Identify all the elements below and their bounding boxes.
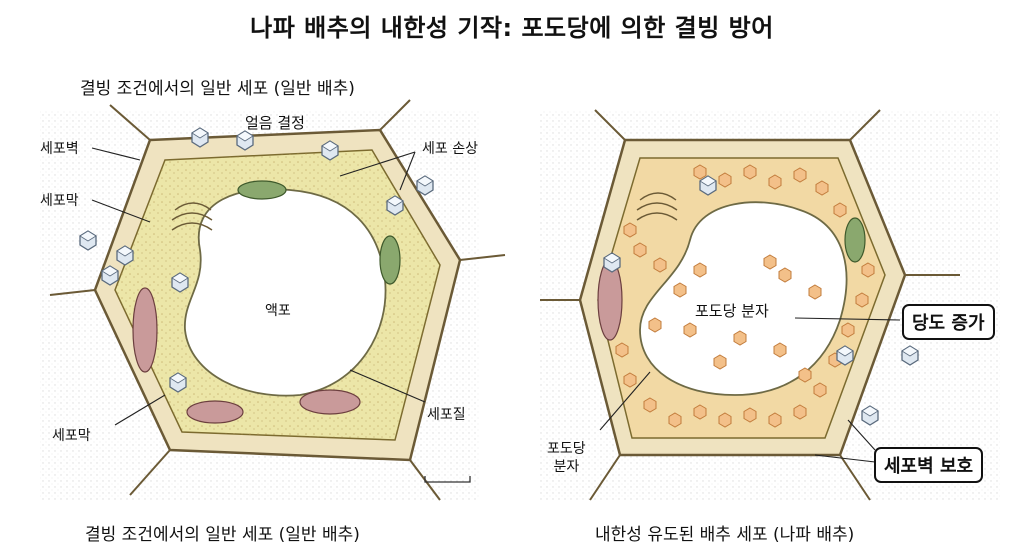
label-ice-crystal: 얼음 결정	[245, 114, 305, 132]
label-glucose-left: 포도당 분자	[547, 441, 586, 475]
callout-cell-wall-protection: 세포벽 보호	[874, 447, 984, 483]
left-cell	[40, 99, 506, 501]
callout-sugar-increase: 당도 증가	[902, 304, 995, 340]
left-bottom-caption: 결빙 조건에서의 일반 세포 (일반 배추)	[85, 525, 360, 545]
label-vacuole: 액포	[265, 303, 291, 319]
left-top-caption: 결빙 조건에서의 일반 세포 (일반 배추)	[80, 79, 355, 99]
label-cell-membrane-bottom: 세포막	[52, 428, 91, 444]
right-cell	[540, 109, 1000, 501]
label-cell-damage: 세포 손상	[422, 141, 478, 157]
label-cell-membrane-top: 세포막	[40, 193, 79, 209]
label-glucose-center: 포도당 분자	[695, 302, 769, 320]
label-cytoplasm: 세포질	[427, 407, 466, 423]
right-bottom-caption: 내한성 유도된 배추 세포 (나파 배추)	[595, 525, 855, 545]
page-title: 나파 배추의 내한성 기작: 포도당에 의한 결빙 방어	[250, 14, 774, 42]
label-cell-wall: 세포벽	[40, 141, 79, 157]
